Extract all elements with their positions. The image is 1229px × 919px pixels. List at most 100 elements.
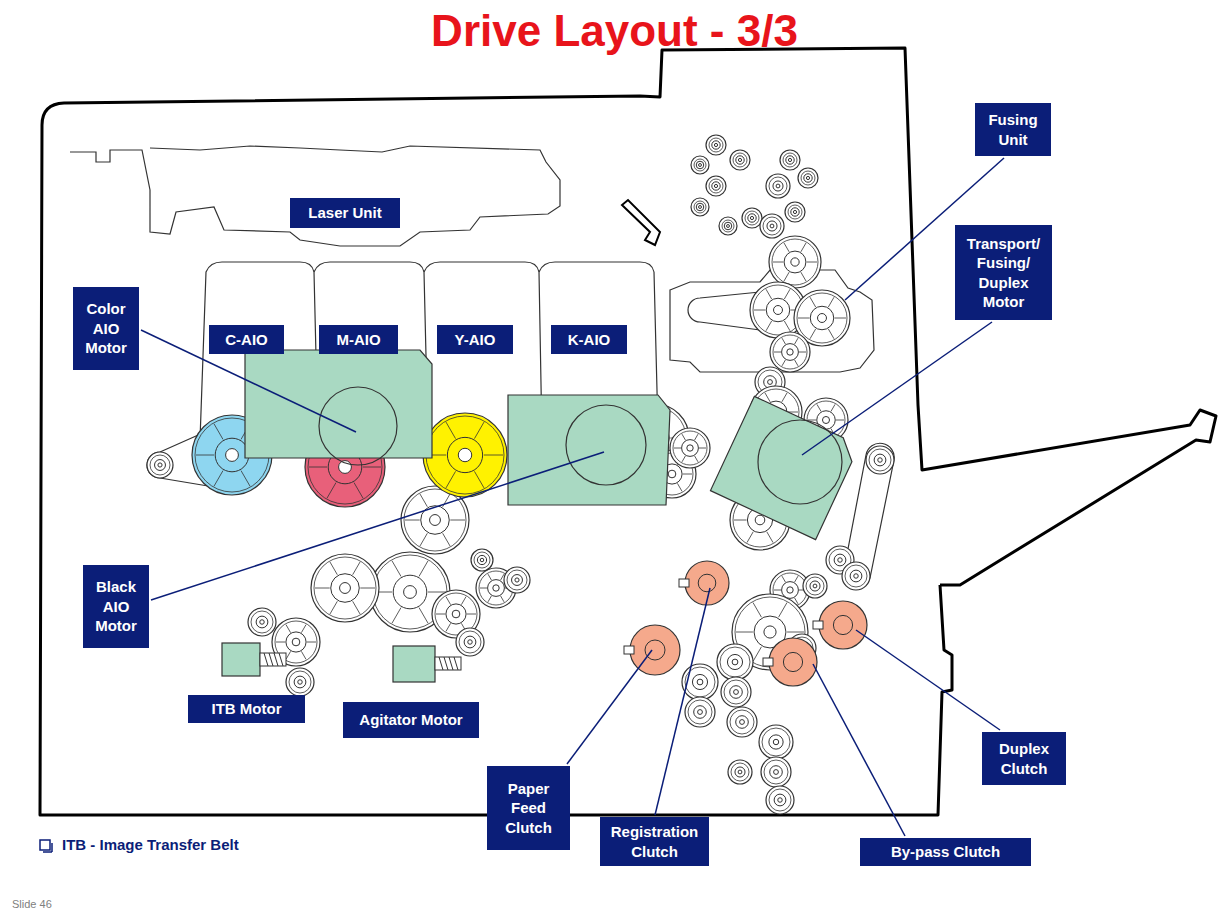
gear-spoke xyxy=(784,272,789,281)
gear xyxy=(670,428,710,468)
gear-inner xyxy=(767,221,777,231)
gear xyxy=(769,236,821,288)
gear-inner xyxy=(712,182,720,190)
gear-group xyxy=(866,446,894,474)
gear-spoke xyxy=(817,404,821,411)
gear-hub xyxy=(854,574,858,578)
gear-rim xyxy=(694,201,706,213)
label-box: C-AIO xyxy=(209,325,284,354)
label-text: Duplex Clutch xyxy=(988,739,1060,778)
housing-outline xyxy=(40,48,952,815)
gear-rim xyxy=(724,680,748,704)
gear-hub xyxy=(768,380,773,385)
gear-spoke xyxy=(773,262,783,263)
gear-hub xyxy=(738,158,741,161)
clutch-stopper xyxy=(679,579,689,587)
gear-hub xyxy=(468,640,472,644)
label-text: ITB Motor xyxy=(212,699,282,719)
gear-spoke xyxy=(753,603,761,618)
gear-rim xyxy=(869,449,891,471)
gear-group xyxy=(766,786,794,814)
gear-group xyxy=(456,628,484,656)
gear-inner xyxy=(784,251,806,273)
gear-inner xyxy=(748,214,756,222)
gear-spoke xyxy=(360,588,375,589)
bypass-tray xyxy=(918,405,1216,585)
color-aio-motor xyxy=(245,350,432,458)
gear-hub xyxy=(813,584,817,588)
fuser-belt xyxy=(688,292,760,330)
gear xyxy=(717,644,753,680)
gear-inner xyxy=(736,716,749,729)
gear-group xyxy=(248,608,276,636)
gear-spoke xyxy=(241,471,250,487)
gear-spoke xyxy=(784,243,789,252)
gear-spoke xyxy=(474,471,484,488)
gear-spoke xyxy=(214,424,223,440)
gear-rim xyxy=(694,159,706,171)
gear-hub xyxy=(791,258,799,266)
gear-group xyxy=(691,198,709,216)
leader-line xyxy=(151,452,604,600)
gear-inner xyxy=(874,454,886,466)
gear-spoke xyxy=(784,289,790,299)
gear-hub xyxy=(818,314,827,323)
gear-spoke xyxy=(330,562,337,575)
gear-spoke xyxy=(436,614,445,615)
gear-hub xyxy=(515,578,519,582)
gear xyxy=(728,760,752,784)
label-text: K-AIO xyxy=(568,330,611,350)
gear-rim xyxy=(474,552,490,568)
gear-rim xyxy=(745,211,759,225)
gear-rim xyxy=(769,789,791,811)
gear-rim xyxy=(772,239,818,285)
gear-inner xyxy=(735,767,745,777)
gear-spoke xyxy=(392,608,401,624)
worm-screw xyxy=(435,657,461,670)
gear-inner xyxy=(791,208,799,216)
gear xyxy=(248,608,276,636)
gear-group xyxy=(706,135,726,155)
label-text: M-AIO xyxy=(336,330,380,350)
gear-rim xyxy=(762,728,790,756)
gear xyxy=(742,208,762,228)
gear-inner xyxy=(447,437,482,472)
gear-hub xyxy=(770,224,774,228)
gear xyxy=(727,707,757,737)
gear-rim xyxy=(769,177,787,195)
gear-spoke xyxy=(301,651,306,659)
gear-spoke xyxy=(801,243,806,252)
gear-spoke xyxy=(767,532,773,543)
gear-spoke xyxy=(810,329,816,339)
gear-rim xyxy=(251,611,273,633)
gear-spoke xyxy=(484,455,503,456)
gear-inner xyxy=(724,222,732,230)
gear xyxy=(691,156,709,174)
label-text: Y-AIO xyxy=(455,330,496,350)
gear-group xyxy=(471,549,493,571)
gear-spoke xyxy=(782,576,786,582)
gear-inner xyxy=(477,555,486,564)
gear-group xyxy=(504,567,530,593)
gear-hub xyxy=(787,349,793,355)
gear-spoke xyxy=(699,448,706,449)
gear-inner xyxy=(512,575,523,586)
label-text: Registration Clutch xyxy=(606,822,703,861)
gear-spoke xyxy=(450,520,465,521)
gear-group xyxy=(742,208,762,228)
gear-spoke xyxy=(774,590,781,591)
gear-hub xyxy=(778,798,782,802)
gear-spoke xyxy=(196,455,214,456)
gear-group xyxy=(311,554,379,622)
gear-spoke xyxy=(747,532,753,543)
gear-hub xyxy=(878,458,882,462)
gear-spoke xyxy=(307,642,316,643)
gear-spoke xyxy=(736,632,753,633)
gear-inner xyxy=(331,574,360,603)
gear-spoke xyxy=(682,434,686,440)
gear-inner xyxy=(834,554,846,566)
gear-inner xyxy=(294,676,306,688)
leader-lines xyxy=(141,158,1004,836)
gear-hub xyxy=(687,445,693,451)
slide-title: Drive Layout - 3/3 xyxy=(0,6,1229,57)
